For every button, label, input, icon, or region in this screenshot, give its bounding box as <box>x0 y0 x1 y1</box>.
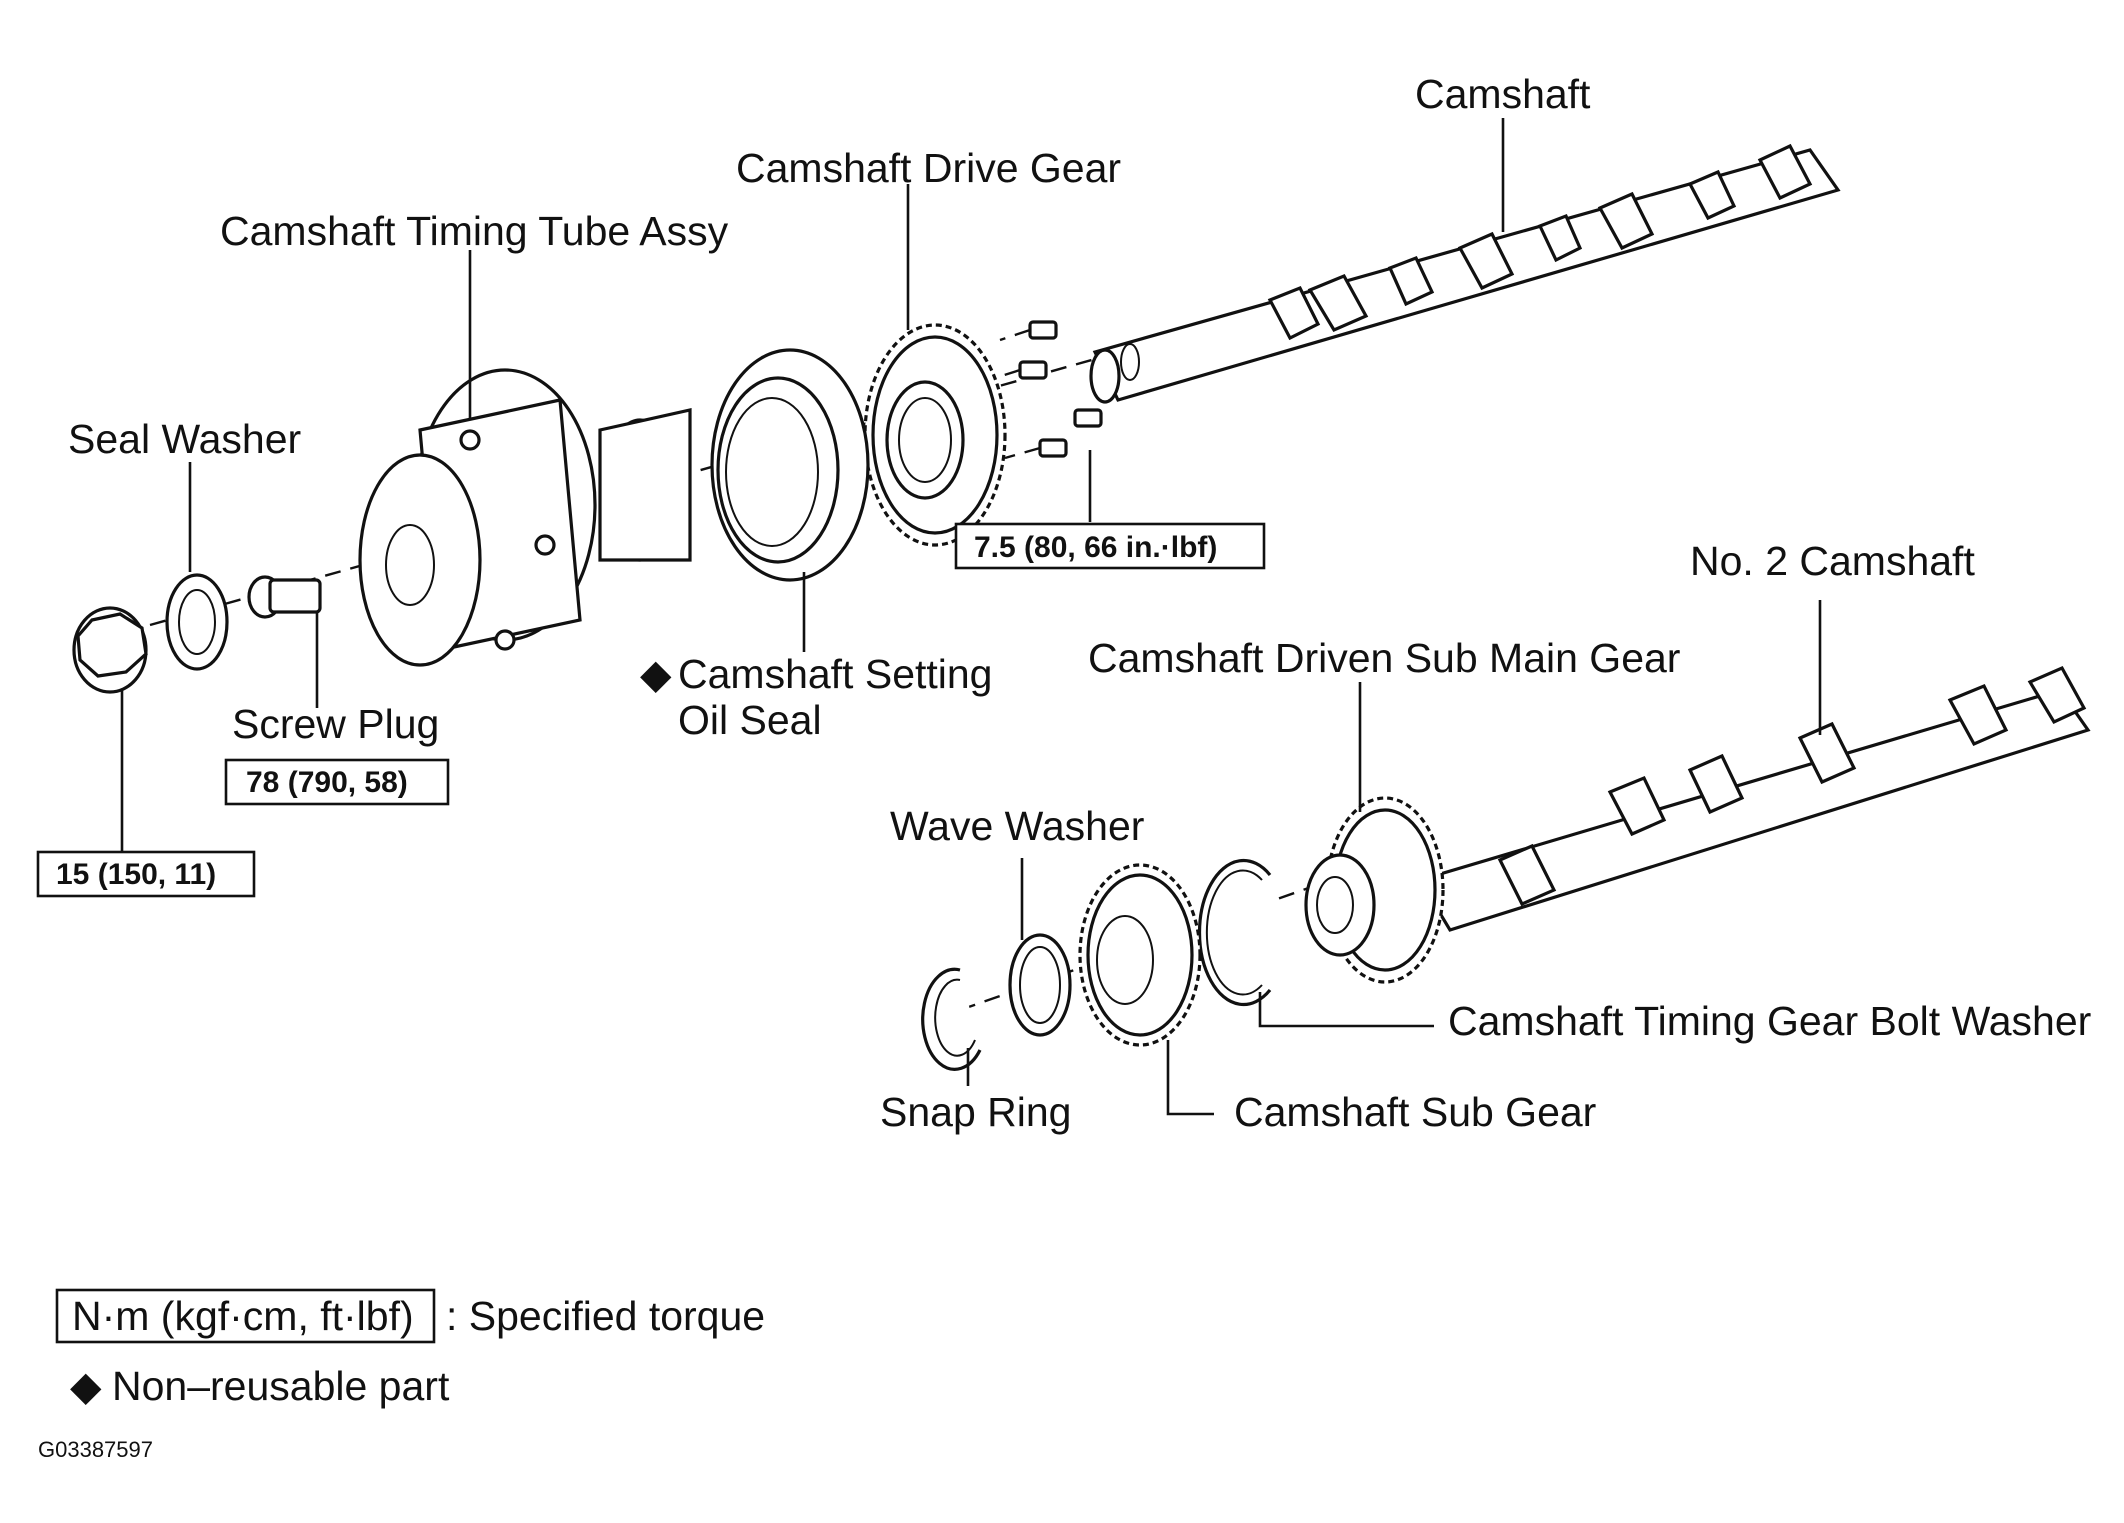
label-seal-washer: Seal Washer <box>68 416 301 462</box>
label-camshaft: Camshaft <box>1415 71 1591 117</box>
upper-leader-lines <box>120 118 1505 852</box>
label-camshaft-drive-gear: Camshaft Drive Gear <box>736 145 1121 191</box>
label-camshaft-setting-oil-seal-2: Oil Seal <box>678 697 822 743</box>
wave-washer-part <box>1008 933 1072 1037</box>
torque-seal-washer-bolt: 15 (150, 11) <box>56 858 216 891</box>
legend-torque-desc: : Specified torque <box>446 1293 765 1339</box>
label-camshaft-driven-sub-main-gear: Camshaft Driven Sub Main Gear <box>1088 635 1680 681</box>
camshaft-timing-tube-assy-part <box>358 368 692 667</box>
camshaft-sub-gear-part <box>1078 863 1202 1047</box>
label-snap-ring: Snap Ring <box>880 1089 1071 1135</box>
no2-camshaft-part <box>1417 665 2091 932</box>
label-screw-plug: Screw Plug <box>232 701 439 747</box>
torque-box-screw-plug: 78 (790, 58) <box>224 758 450 806</box>
camshaft-drive-gear-part <box>863 323 1007 547</box>
diamond-oil-seal: ◆ <box>640 651 672 697</box>
legend-torque-units: N·m (kgf·cm, ft·lbf) <box>72 1293 414 1339</box>
seal-washer-part <box>165 573 229 671</box>
label-wave-washer: Wave Washer <box>890 803 1144 849</box>
label-camshaft-timing-tube-assy: Camshaft Timing Tube Assy <box>220 208 729 254</box>
screw-plug-part <box>247 575 322 619</box>
label-camshaft-sub-gear: Camshaft Sub Gear <box>1234 1089 1596 1135</box>
legend-diamond: ◆ <box>70 1363 102 1409</box>
torque-box-seal-washer-bolt: 15 (150, 11) <box>36 850 256 898</box>
camshaft-part <box>1089 143 1841 404</box>
figure-code: G03387597 <box>38 1437 153 1462</box>
legend-nonreusable-desc: Non–reusable part <box>112 1363 450 1409</box>
torque-drive-gear-bolts: 7.5 (80, 66 in.·lbf) <box>974 531 1217 564</box>
camshaft-driven-sub-main-gear-part <box>1304 796 1445 984</box>
label-no2-camshaft: No. 2 Camshaft <box>1690 538 1975 584</box>
camshaft-setting-oil-seal-part <box>710 348 870 582</box>
flange-bolt-part <box>72 606 148 694</box>
lower-leader-lines <box>966 600 1822 1116</box>
torque-box-drive-gear-bolts: 7.5 (80, 66 in.·lbf) <box>954 522 1266 570</box>
label-camshaft-setting-oil-seal-1: Camshaft Setting <box>678 651 993 697</box>
snap-ring-part <box>921 967 982 1071</box>
drive-gear-bolts <box>994 320 1103 460</box>
label-camshaft-timing-gear-bolt-washer: Camshaft Timing Gear Bolt Washer <box>1448 998 2091 1044</box>
torque-screw-plug: 78 (790, 58) <box>246 766 408 799</box>
camshaft-timing-gear-bolt-washer-part <box>1197 858 1272 1007</box>
legend: N·m (kgf·cm, ft·lbf) : Specified torque … <box>38 1288 765 1462</box>
